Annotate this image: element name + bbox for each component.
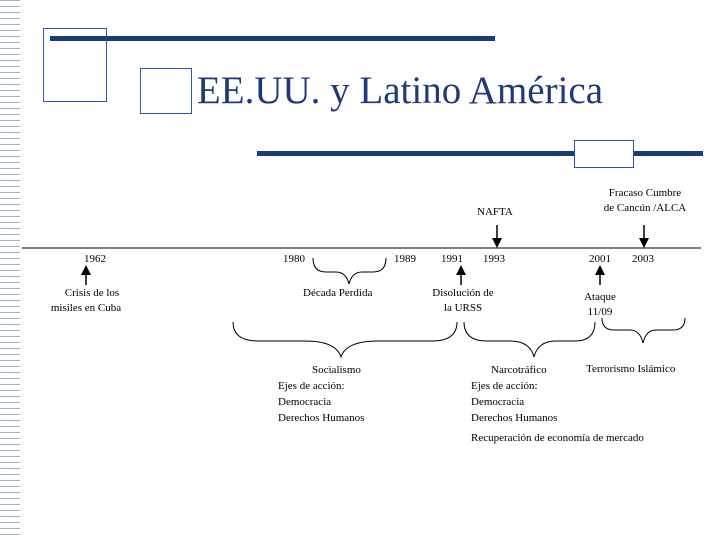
year-2003: 2003 [632,253,654,265]
decorative-square [43,28,107,102]
decorative-square [574,140,634,168]
page-title: EE.UU. y Latino América [196,69,604,112]
narcotrafico-heading: Narcotráfico [491,364,547,376]
decada-perdida-label: Década Perdida [303,287,373,299]
event-fracaso-line1: Fracaso Cumbre [608,187,682,199]
left-stripe-decoration [0,0,22,540]
socialismo-heading: Socialismo [312,364,361,376]
disolucion-line1: Disolución de [432,287,494,299]
socialismo-block: Socialismo Ejes de acción: Democracia De… [278,362,364,426]
narcotrafico-line1: Ejes de acción: [471,380,538,392]
decada-perdida-brace [312,257,387,285]
event-fracaso-line2: de Cancún /ALCA [603,202,687,214]
year-1989: 1989 [394,253,416,265]
ataque-line2: 11/09 [587,306,613,318]
year-1980: 1980 [283,253,305,265]
top-accent-bar [50,36,495,41]
narcotrafico-brace [463,321,596,358]
disolucion-arrowhead [456,265,466,275]
crisis-arrowhead [81,265,91,275]
year-1962: 1962 [84,253,106,265]
event-fracaso-cumbre-label: Fracaso Cumbre de Cancún /ALCA [585,186,705,216]
socialismo-line2: Democracia [278,396,332,408]
disolucion-line2: la URSS [443,302,483,314]
narcotrafico-line3: Derechos Humanos [471,412,558,424]
narcotrafico-line2: Democracia [471,396,525,408]
socialismo-line3: Derechos Humanos [278,412,365,424]
crisis-line2: misiles en Cuba [50,302,122,314]
year-1991: 1991 [441,253,463,265]
bottom-accent-bar [257,151,703,156]
year-2001: 2001 [589,253,611,265]
socialismo-line1: Ejes de acción: [278,380,345,392]
event-nafta-label: NAFTA [477,206,513,218]
disolucion-urss-label: Disolución de la URSS [418,286,508,316]
fracaso-arrowhead [639,238,649,248]
decorative-square [140,68,192,114]
nafta-arrowhead [492,238,502,248]
crisis-line1: Crisis de los [64,287,120,299]
year-1993: 1993 [483,253,505,265]
crisis-misiles-label: Crisis de los misiles en Cuba [22,286,162,316]
terrorismo-heading: Terrorismo Islámico [586,363,676,375]
ataque-arrowhead [595,265,605,275]
socialismo-brace [232,321,458,359]
ataque-line1: Ataque [584,291,616,303]
narcotrafico-block: Narcotráfico Ejes de acción: Democracia … [471,362,644,446]
narcotrafico-line4: Recuperación de economía de mercado [471,432,644,444]
terrorismo-brace [601,317,686,344]
ataque-label: Ataque 11/09 [570,290,630,320]
